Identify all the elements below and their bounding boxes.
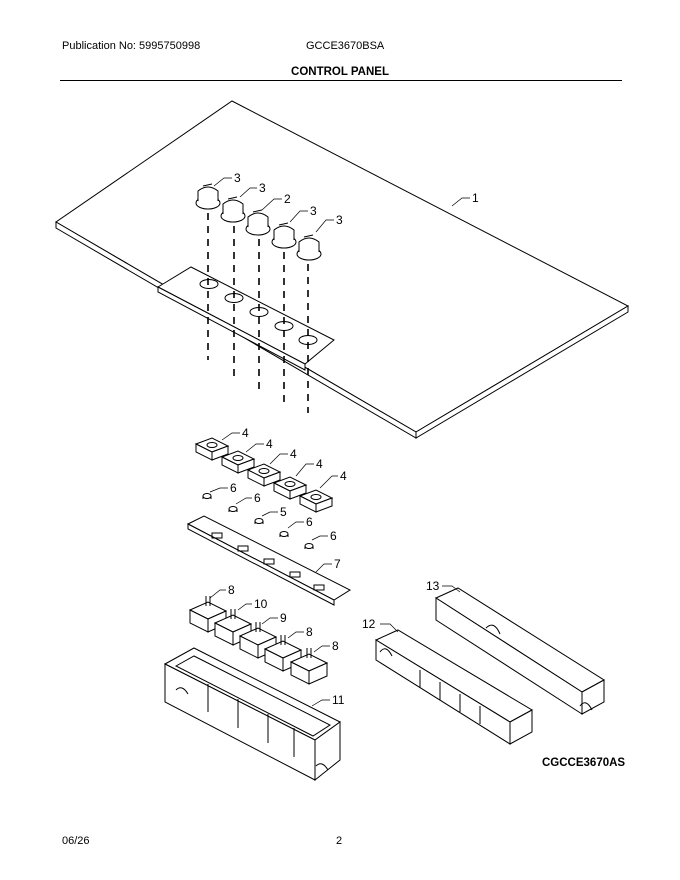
callout-3: 3 xyxy=(234,171,241,185)
callout-7: 7 xyxy=(334,557,341,571)
footer-date: 06/26 xyxy=(62,835,90,847)
cooktop-panel xyxy=(55,100,630,439)
callout-8: 8 xyxy=(306,625,313,639)
callout-13: 13 xyxy=(426,579,440,593)
callout-8: 8 xyxy=(332,639,339,653)
callout-9: 9 xyxy=(280,611,287,625)
callout-1: 1 xyxy=(472,191,479,205)
leader-lines xyxy=(209,177,470,707)
callout-4: 4 xyxy=(340,469,347,483)
callout-4: 4 xyxy=(242,426,249,440)
publication-number: Publication No: 5995750998 xyxy=(62,40,201,52)
diagram-code: CGCCE3670AS xyxy=(542,757,626,769)
callout-10: 10 xyxy=(254,597,268,611)
spacers xyxy=(202,493,314,549)
callout-6: 6 xyxy=(254,491,261,505)
callout-3: 3 xyxy=(336,213,343,227)
mounting-plate xyxy=(186,515,352,606)
callout-2: 2 xyxy=(284,192,291,206)
callout-4: 4 xyxy=(316,457,323,471)
encoder-switches xyxy=(194,437,334,513)
callout-11: 11 xyxy=(332,693,345,707)
callout-4: 4 xyxy=(290,447,297,461)
control-bracket xyxy=(156,266,335,371)
page-number: 2 xyxy=(336,835,343,847)
callout-5: 5 xyxy=(280,505,287,519)
callout-6: 6 xyxy=(230,481,237,495)
side-bracket-13 xyxy=(434,587,605,715)
callout-3: 3 xyxy=(259,181,266,195)
switch-modules xyxy=(188,596,329,685)
alignment-lines xyxy=(207,213,309,413)
header-rule xyxy=(60,80,622,81)
knobs xyxy=(195,183,322,261)
side-bracket-12 xyxy=(374,629,534,745)
model-number: GCCE3670BSA xyxy=(306,40,385,52)
callout-8: 8 xyxy=(228,583,235,597)
section-title: CONTROL PANEL xyxy=(291,66,389,78)
callout-labels: 1 3 3 2 3 3 4 4 4 4 4 6 6 5 6 6 7 8 10 9… xyxy=(228,171,479,707)
callout-6: 6 xyxy=(330,529,337,543)
housing-tray xyxy=(163,647,341,782)
callout-4: 4 xyxy=(266,437,273,451)
callout-3: 3 xyxy=(310,204,317,218)
callout-6: 6 xyxy=(306,515,313,529)
callout-12: 12 xyxy=(362,617,376,631)
